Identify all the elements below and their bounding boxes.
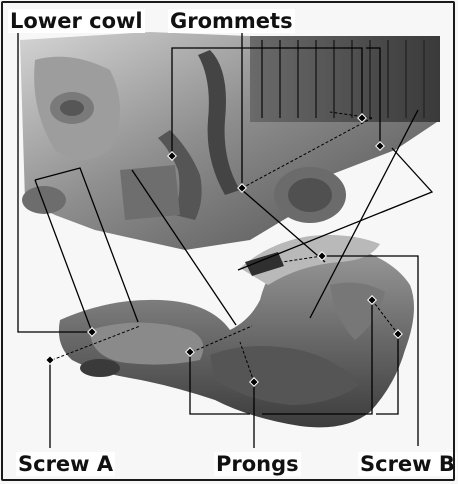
frame-border xyxy=(1,1,455,481)
diagram-frame: Lower cowl Grommets Screw A Prongs Screw… xyxy=(0,0,458,484)
